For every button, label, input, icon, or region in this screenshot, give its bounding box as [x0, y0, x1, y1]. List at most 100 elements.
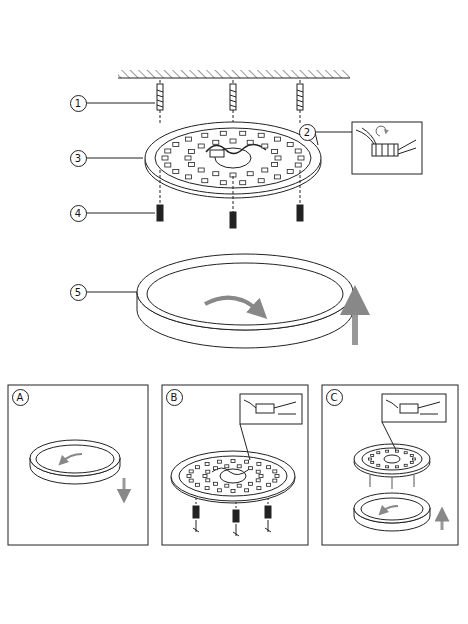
step-letter: A: [12, 389, 29, 406]
led-chip: [272, 150, 278, 154]
led-chip: [225, 465, 229, 468]
callout-number: 3: [70, 150, 87, 167]
led-chip: [275, 156, 281, 160]
screws: [157, 80, 303, 125]
led-chip: [217, 489, 221, 492]
led-chip: [404, 464, 407, 466]
led-chip: [267, 466, 271, 469]
led-chip: [410, 455, 413, 457]
led-chip: [173, 143, 179, 147]
step-letter: C: [326, 389, 343, 406]
led-chip: [371, 455, 374, 457]
led-chip: [273, 470, 277, 473]
led-chip: [173, 170, 179, 174]
led-chip: [267, 483, 271, 486]
led-chip: [195, 483, 199, 486]
led-chip: [257, 462, 261, 465]
panel-b-drawing: [171, 394, 302, 536]
led-chip: [198, 144, 204, 148]
callout-number: 2: [299, 124, 316, 141]
led-chip: [245, 489, 249, 492]
connector-inset: [352, 122, 422, 174]
wall-plugs: [157, 205, 303, 228]
led-chip: [371, 462, 374, 464]
callout-number: 5: [70, 284, 87, 301]
led-chip: [213, 172, 219, 176]
led-chip: [237, 484, 241, 487]
led-chip: [220, 131, 226, 135]
led-chip: [275, 137, 281, 141]
led-chip: [247, 140, 253, 144]
led-chip: [410, 462, 413, 464]
led-chip: [298, 156, 304, 160]
led-chip: [185, 156, 191, 160]
led-chip: [275, 175, 281, 179]
led-chip: [369, 458, 372, 460]
led-chip: [230, 139, 236, 143]
led-chip: [413, 458, 416, 460]
led-chip: [262, 144, 268, 148]
led-chip: [205, 462, 209, 465]
lift-arrow: [352, 300, 358, 345]
led-chip: [231, 490, 235, 493]
led-chip: [205, 487, 209, 490]
led-chip: [262, 168, 268, 172]
led-chip: [240, 131, 246, 135]
led-chip: [395, 450, 398, 452]
led-chip: [249, 467, 253, 470]
led-chip: [245, 460, 249, 463]
led-chip: [186, 175, 192, 179]
led-chip: [202, 179, 208, 183]
led-chip: [295, 149, 301, 153]
led-chip: [225, 484, 229, 487]
led-chip: [258, 179, 264, 183]
led-chip: [249, 482, 253, 485]
led-chip: [247, 172, 253, 176]
panel-c-drawing: [354, 394, 446, 531]
ceiling-line: [118, 78, 350, 79]
led-chip: [295, 163, 301, 167]
panel-frame: [162, 385, 308, 545]
led-chip: [188, 163, 194, 167]
led-chip: [203, 475, 207, 478]
led-chip: [217, 460, 221, 463]
led-chip: [386, 466, 389, 468]
led-chip: [214, 482, 218, 485]
led-chip: [202, 133, 208, 137]
main-view: [8, 70, 458, 545]
led-chip: [273, 479, 277, 482]
ceiling: [118, 70, 350, 78]
lamp-shade: [137, 254, 353, 348]
callout-number: 4: [70, 205, 87, 222]
led-chip: [165, 163, 171, 167]
led-chip: [198, 168, 204, 172]
led-chip: [377, 464, 380, 466]
panel-a-drawing: [30, 440, 124, 496]
led-chip: [272, 163, 278, 167]
led-chip: [186, 137, 192, 141]
led-chip: [404, 452, 407, 454]
led-chip: [386, 450, 389, 452]
led-chip: [287, 170, 293, 174]
led-chip: [213, 140, 219, 144]
led-chip: [195, 466, 199, 469]
led-chip: [377, 452, 380, 454]
led-chip: [189, 479, 193, 482]
led-chip: [240, 181, 246, 185]
led-chip: [237, 465, 241, 468]
led-chip: [206, 470, 210, 473]
led-chip: [188, 150, 194, 154]
panel-frame: [8, 385, 148, 545]
led-chip: [395, 466, 398, 468]
led-chip: [187, 475, 191, 478]
led-chip: [165, 149, 171, 153]
led-chip: [275, 475, 279, 478]
led-chip: [256, 479, 260, 482]
led-chip: [214, 467, 218, 470]
led-chip: [189, 470, 193, 473]
step-letter: B: [166, 389, 183, 406]
led-chip: [287, 143, 293, 147]
callout-number: 1: [70, 95, 87, 112]
